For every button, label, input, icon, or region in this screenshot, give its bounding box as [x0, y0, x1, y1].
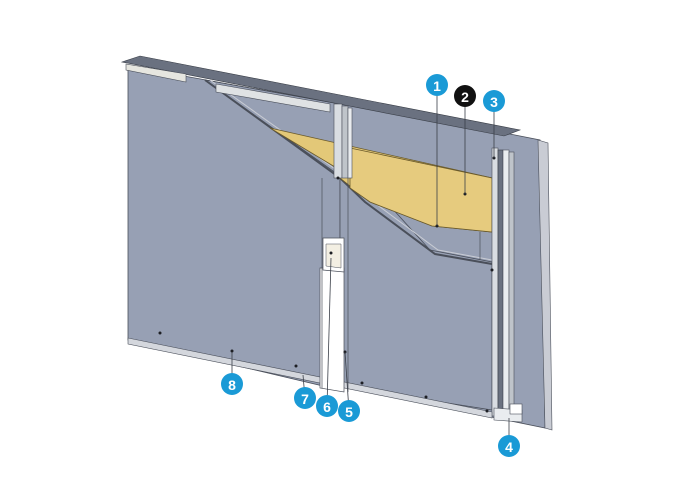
callout-number: 4 [505, 439, 513, 455]
diagonal-cut-edge [204, 79, 493, 265]
callout-markers: 1 2 3 4 567 8 [221, 74, 520, 457]
callout-badge-icon [426, 74, 448, 96]
joint-compound [325, 243, 342, 269]
callout-number: 2 [461, 89, 469, 105]
callout-number: 6 [323, 399, 331, 415]
callout-badge-icon [498, 435, 520, 457]
callout-1: 1 [426, 74, 448, 226]
callout-2: 2 [454, 85, 476, 194]
callout-leader-line [326, 257, 332, 407]
callout-number: 7 [301, 391, 309, 407]
board-bottom-edge [127, 337, 493, 419]
bottom-track-clip [509, 403, 523, 415]
callout-8: 8 [221, 352, 243, 395]
joint-tape-strip [319, 267, 345, 393]
callout-4: 4 [498, 418, 520, 457]
callout-number: 5 [345, 404, 353, 420]
callout-badge-icon [221, 373, 243, 395]
callout-number: 1 [433, 78, 441, 94]
screw-points [158, 156, 496, 413]
callout-6: 6 [316, 257, 338, 417]
top-track-flange-mid [215, 83, 331, 113]
callout-number: 3 [490, 94, 498, 110]
callout-badge-icon [483, 90, 505, 112]
callout-5: 5 [338, 351, 360, 422]
callout-badge-icon [454, 85, 476, 107]
back-board-edge [537, 139, 553, 431]
stud-right [491, 147, 515, 417]
top-track-flange-left [125, 63, 187, 83]
callout-number: 8 [228, 377, 236, 393]
callout-7: 7 [294, 374, 316, 409]
callout-badge-icon [338, 400, 360, 422]
stud-middle [333, 103, 353, 179]
callout-badge-icon [316, 395, 338, 417]
callout-3: 3 [483, 90, 505, 158]
callout-badge-icon [294, 387, 316, 409]
top-track [120, 55, 522, 137]
